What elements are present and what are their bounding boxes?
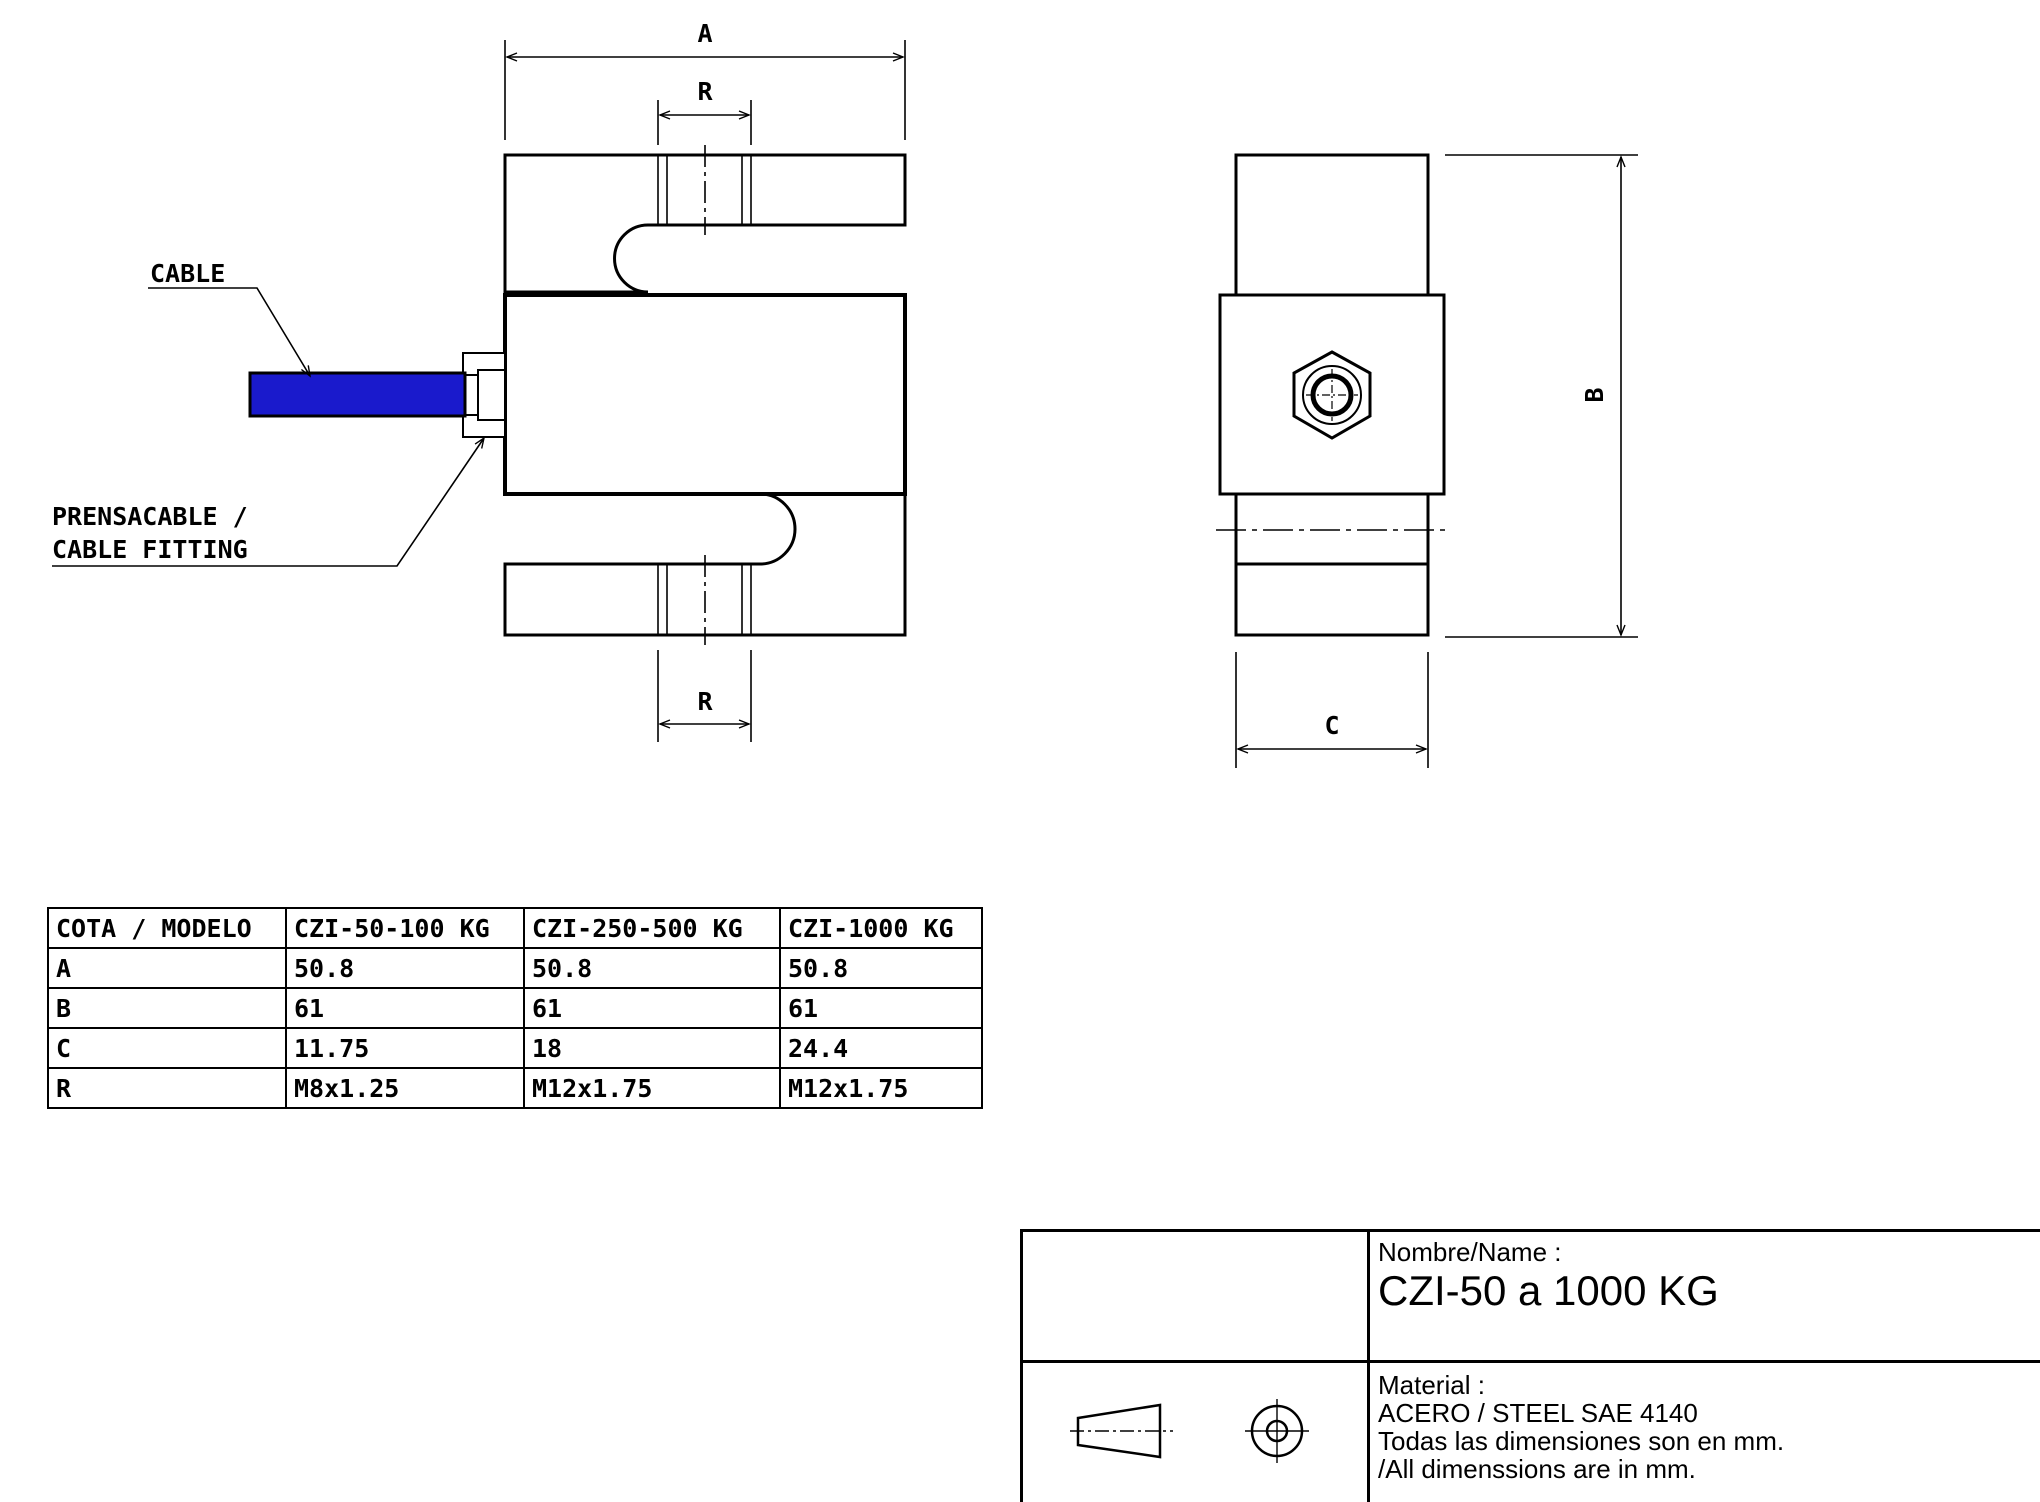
cable-label: CABLE: [150, 259, 225, 288]
fitting-label-line2: CABLE FITTING: [52, 535, 248, 564]
table-cell: C: [47, 1027, 287, 1069]
dimension-a-label: A: [697, 19, 712, 48]
title-block-divider-vertical: [1367, 1232, 1370, 1502]
table-header-row: COTA / MODELO CZI-50-100 KG CZI-250-500 …: [47, 907, 983, 949]
table-cell: 50.8: [779, 947, 983, 989]
table-cell: A: [47, 947, 287, 989]
dimension-c: [1235, 652, 1429, 768]
cable-fitting: [462, 352, 506, 438]
table-row: A 50.8 50.8 50.8: [47, 947, 983, 989]
name-label: Nombre/Name :: [1378, 1237, 1562, 1267]
table-row: B 61 61 61: [47, 987, 983, 1029]
units-note-es: Todas las dimensiones son en mm.: [1378, 1426, 1785, 1456]
table-header-cell: CZI-50-100 KG: [285, 907, 525, 949]
fitting-label-line1: PRENSACABLE /: [52, 502, 248, 531]
name-value: CZI-50 a 1000 KG: [1378, 1267, 1719, 1314]
material-value: ACERO / STEEL SAE 4140: [1378, 1398, 1698, 1428]
cable: [248, 371, 467, 418]
load-cell-bottom-outline: [503, 492, 907, 637]
table-cell: M12x1.75: [523, 1067, 781, 1109]
dimension-c-label: C: [1324, 711, 1339, 740]
table-cell: 11.75: [285, 1027, 525, 1069]
table-cell: 50.8: [285, 947, 525, 989]
hex-nut-face: [1292, 350, 1372, 440]
table-cell: R: [47, 1067, 287, 1109]
table-row: C 11.75 18 24.4: [47, 1027, 983, 1069]
dimension-r-bottom-label: R: [697, 687, 713, 716]
title-block-divider-horizontal: [1023, 1360, 2040, 1363]
thread-hole-bottom: [657, 555, 752, 645]
dimension-b: [1445, 154, 1638, 638]
table-cell: 61: [285, 987, 525, 1029]
dimension-r-bottom: [657, 650, 752, 742]
table-cell: 61: [523, 987, 781, 1029]
dimension-r-top-label: R: [697, 77, 713, 106]
dimension-table: COTA / MODELO CZI-50-100 KG CZI-250-500 …: [47, 907, 983, 1109]
table-cell: 24.4: [779, 1027, 983, 1069]
table-header-cell: CZI-1000 KG: [779, 907, 983, 949]
units-note-en: /All dimenssions are in mm.: [1378, 1454, 1696, 1484]
dimension-b-label: B: [1580, 387, 1609, 402]
table-cell: 61: [779, 987, 983, 1029]
front-view: A R R CABLE PRENSACABLE / CABLE FITTING: [52, 19, 907, 742]
table-cell: 50.8: [523, 947, 781, 989]
fitting-callout-leader: [52, 436, 486, 567]
side-view: B C: [1216, 153, 1638, 768]
material-label: Material :: [1378, 1370, 1485, 1400]
load-cell-center-block: [503, 293, 907, 496]
thread-hole-top: [657, 145, 752, 235]
first-angle-projection-icon: [1070, 1399, 1309, 1463]
table-row: R M8x1.25 M12x1.75 M12x1.75: [47, 1067, 983, 1109]
table-header-cell: COTA / MODELO: [47, 907, 287, 949]
table-cell: B: [47, 987, 287, 1029]
dimension-a: [504, 40, 906, 140]
table-header-cell: CZI-250-500 KG: [523, 907, 781, 949]
dimension-r-top: [657, 100, 752, 145]
table-cell: 18: [523, 1027, 781, 1069]
title-block: Nombre/Name : CZI-50 a 1000 KG Material …: [1020, 1229, 2040, 1502]
cable-callout-leader: [148, 287, 311, 378]
load-cell-body-outline: [503, 153, 907, 294]
table-cell: M12x1.75: [779, 1067, 983, 1109]
table-cell: M8x1.25: [285, 1067, 525, 1109]
